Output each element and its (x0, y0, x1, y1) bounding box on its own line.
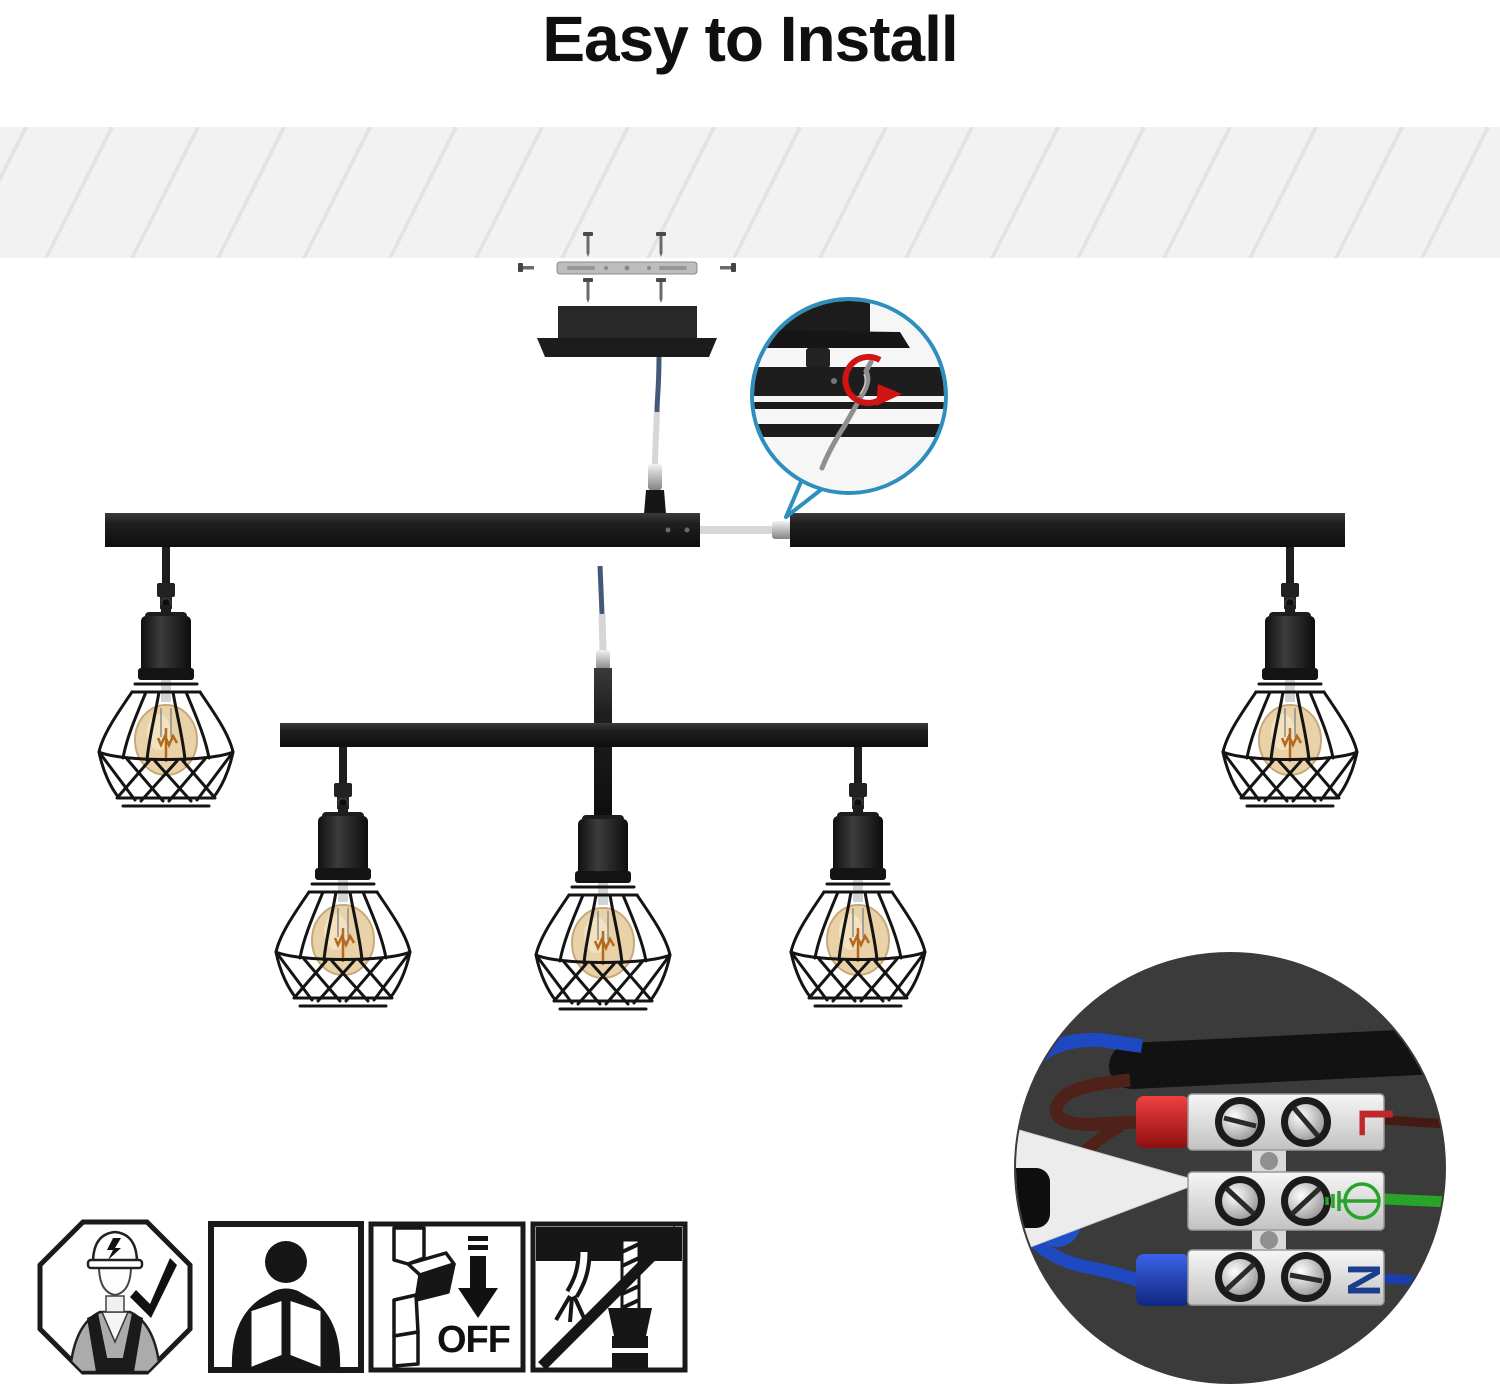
wiring-inset: L N (1014, 952, 1446, 1384)
mounting-hardware (518, 232, 736, 514)
cage-light (789, 746, 927, 1008)
mounting-bracket (556, 261, 698, 275)
earth-symbol (1325, 1182, 1381, 1220)
main-track-bar (105, 513, 1345, 547)
live-wire-out (1383, 1115, 1444, 1129)
canopy-wire (644, 356, 666, 514)
terminal-screw-icon (1281, 1252, 1331, 1302)
secondary-track-bar (280, 723, 928, 747)
cage-light (534, 813, 672, 1011)
safety-icon-read-manual (208, 1221, 364, 1373)
safety-icon-electrician (37, 1219, 193, 1375)
off-label: OFF (437, 1319, 510, 1361)
track-bar-right-segment (790, 513, 1345, 547)
wall-switch-icon (392, 1226, 456, 1368)
terminal-block-earth (1187, 1171, 1385, 1231)
rotation-arrow-icon (842, 353, 902, 406)
open-book-icon (248, 1296, 285, 1372)
allen-key (819, 359, 874, 471)
cage-light (274, 746, 412, 1008)
cage-light (1221, 546, 1359, 808)
track-bar-left-segment (105, 513, 700, 547)
ceiling-canopy (537, 306, 717, 357)
terminal-label-live: L (1348, 1107, 1401, 1136)
terminal-screw-icon (1281, 1097, 1331, 1147)
mounting-screw-icon (656, 278, 666, 303)
safety-icon-no-drilling (530, 1221, 688, 1373)
lightning-bolt-icon (107, 1238, 121, 1260)
suspension-wire-blue (597, 565, 605, 615)
secondary-track-assembly (280, 565, 928, 818)
cable-jacket (1016, 1127, 1204, 1255)
live-ferrule (1136, 1096, 1190, 1148)
terminal-block-neutral (1187, 1249, 1385, 1306)
cable-ferrule (772, 521, 792, 539)
arrow-down-icon (458, 1236, 498, 1318)
checkmark-icon (130, 1258, 177, 1318)
mounting-screw-icon (583, 278, 593, 303)
cable-ferrule (596, 650, 610, 670)
terminal-label-neutral: N (1338, 1263, 1390, 1296)
screw-detail-inset (750, 297, 948, 519)
live-wire (1049, 1073, 1139, 1131)
mains-cable (1109, 1027, 1444, 1089)
terminal-screw-icon (1215, 1176, 1265, 1226)
cable-sheath (1016, 1168, 1050, 1228)
page-title: Easy to Install (542, 3, 958, 75)
earth-wire-out (1383, 1193, 1444, 1208)
side-screw-icon (720, 263, 736, 272)
terminal-block-live (1187, 1093, 1385, 1151)
safety-icon-power-off: OFF (368, 1221, 526, 1373)
suspension-wire (598, 613, 607, 653)
side-screw-icon (518, 263, 534, 272)
terminal-screw-icon (1281, 1176, 1331, 1226)
prohibition-slash (538, 1226, 682, 1370)
terminal-screw-icon (1215, 1252, 1265, 1302)
ceiling (0, 127, 1500, 258)
neutral-ferrule (1136, 1254, 1190, 1306)
terminal-screw-icon (1215, 1097, 1265, 1147)
cage-light (97, 546, 235, 808)
